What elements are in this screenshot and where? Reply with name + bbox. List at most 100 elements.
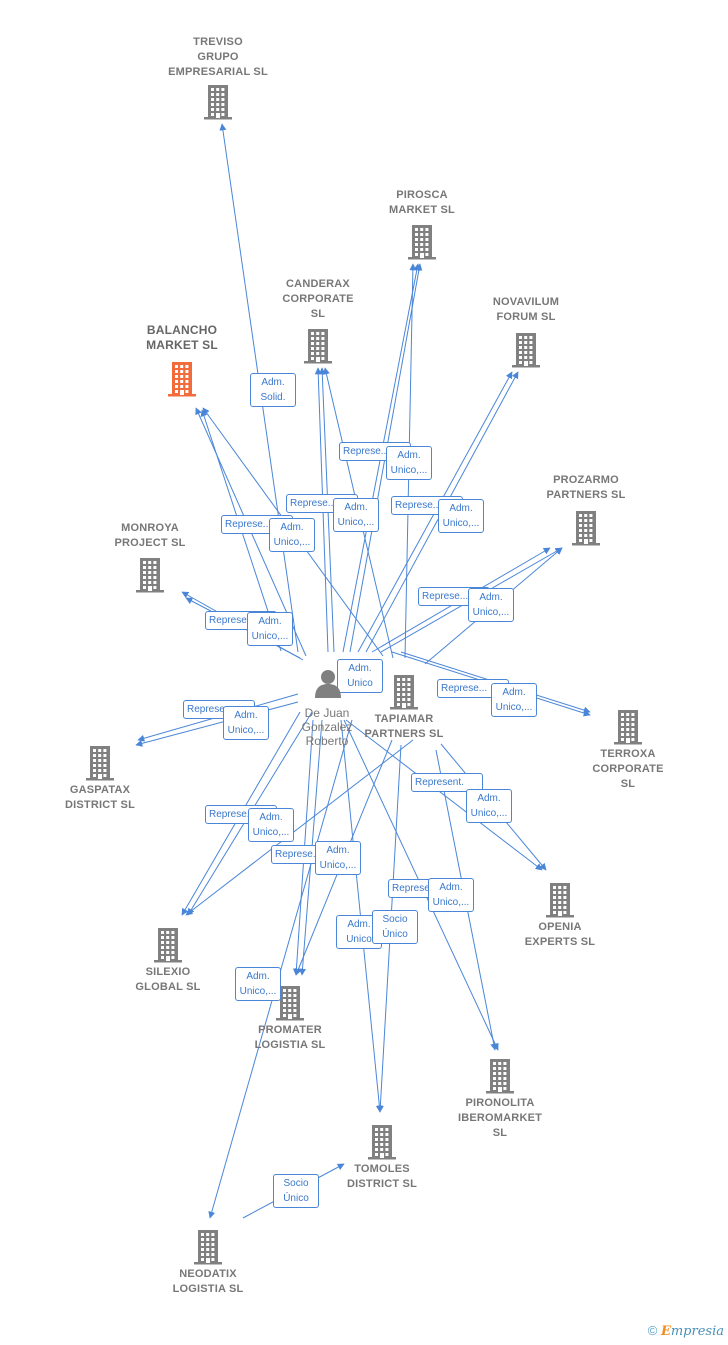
edge-label-text: Adm. [449, 503, 473, 514]
company-label-line: DISTRICT SL [346, 1178, 418, 1190]
edge-label-e19[interactable]: Represent. [411, 773, 483, 792]
company-label-line: MONROYA [121, 522, 179, 534]
company-node-pirosca[interactable]: PIROSCA MARKET SL [357, 188, 487, 260]
company-label-line: TERROXA [600, 748, 656, 760]
company-label-line: GLOBAL SL [135, 981, 201, 993]
company-label: GASPATAX DISTRICT SL [35, 783, 165, 813]
edge-label-e13[interactable]: Adm.Unico,... [247, 612, 293, 646]
edge-label-text: Unico,... [273, 537, 311, 548]
company-label-line: LOGISTIA SL [254, 1039, 326, 1051]
edge-label-text: Unico,... [337, 517, 375, 528]
company-label-line: PROJECT SL [114, 537, 186, 549]
company-label-line: PIRONOLITA [465, 1097, 535, 1109]
company-label-line: DISTRICT SL [64, 799, 136, 811]
company-label: PIROSCA MARKET SL [357, 188, 487, 218]
company-label-line: CANDERAX [286, 278, 350, 290]
edge-label-text: Represe... [441, 683, 488, 694]
company-label: SILEXIO GLOBAL SL [103, 965, 233, 995]
edge-label-e9[interactable]: Adm.Unico,... [269, 518, 315, 552]
company-label-line: GASPATAX [69, 784, 131, 796]
building-icon [204, 85, 232, 120]
company-label-line: PIROSCA [396, 189, 448, 201]
edge-label-text: Único [382, 929, 408, 940]
edge-label-text: Unico,... [227, 725, 265, 736]
person-name-line2: Gonzalez [301, 720, 353, 734]
company-node-gaspatax[interactable]: GASPATAX DISTRICT SL [35, 745, 165, 813]
edge-label-e16[interactable]: Adm. Unico,... [491, 683, 537, 717]
company-label-line: GRUPO [197, 51, 239, 63]
edge-label-e18[interactable]: Adm.Unico,... [223, 706, 269, 740]
edge-label-e20[interactable]: Adm.Unico,... [466, 789, 512, 823]
footer-brand[interactable]: © Empresia [648, 1323, 724, 1339]
edge-label-text: Represent. [415, 777, 464, 788]
edge-line-17 [135, 701, 299, 747]
company-label-line: LOGISTIA SL [172, 1283, 244, 1295]
edge-label-text: Represe... [209, 809, 256, 820]
edge-label-e7[interactable]: Adm.Unico,... [438, 499, 484, 533]
company-label-line: BALANCHO [146, 323, 218, 337]
edge-label-text: Unico,... [432, 897, 470, 908]
edge-label-text: Unico,... [495, 702, 533, 713]
edge-label-e24[interactable]: Adm. Unico,... [315, 841, 361, 875]
company-label-line: NEODATIX [179, 1268, 237, 1280]
company-label-line: SILEXIO [145, 966, 191, 978]
company-node-monroya[interactable]: MONROYA PROJECT SL [85, 521, 215, 593]
company-label: NEODATIX LOGISTIA SL [143, 1267, 273, 1297]
edge-label-e14[interactable]: Adm. Unico [337, 659, 383, 693]
edge-label-e22[interactable]: Adm.Unico,... [248, 808, 294, 842]
company-node-neodatix[interactable]: NEODATIX LOGISTIA SL [143, 1229, 273, 1297]
building-icon [408, 225, 436, 260]
edge-label-text: Adm. [326, 845, 350, 856]
company-label-line: IBEROMARKET [457, 1112, 543, 1124]
person-name-line1: De Juan [304, 706, 350, 720]
building-icon [194, 1230, 222, 1265]
edge-label-text: Represe... [392, 883, 439, 894]
edge-label-text: Unico,... [239, 986, 277, 997]
edge-label-e5[interactable]: Adm.Unico,... [333, 498, 379, 532]
edge-label-text: Adm. [246, 971, 270, 982]
building-icon [546, 883, 574, 918]
edge-label-text: Unico,... [251, 631, 289, 642]
edge-label-text: Adm. [348, 663, 372, 674]
company-label-line: MARKET SL [146, 338, 218, 352]
edge-label-e29[interactable]: Adm. Unico,... [235, 967, 281, 1001]
building-icon [154, 928, 182, 963]
edge-label-e1[interactable]: Adm.Solid. [250, 373, 296, 407]
building-icon [614, 710, 642, 745]
company-label-line: FORUM SL [496, 311, 556, 323]
company-label-line: MARKET SL [389, 204, 455, 216]
edge-line-25 [208, 719, 353, 1219]
edge-label-e11[interactable]: Adm.Unico,... [468, 588, 514, 622]
edge-label-text: Represe... [209, 615, 256, 626]
edge-label-text: Represe... [422, 591, 469, 602]
edge-label-text: Unico,... [319, 860, 357, 871]
building-icon [276, 986, 304, 1021]
edge-label-text: Unico [347, 678, 373, 689]
building-icon [368, 1125, 396, 1160]
company-label-line: SL [620, 778, 636, 790]
edge-label-text: Adm. [502, 687, 526, 698]
edge-label-text: Unico,... [470, 808, 508, 819]
edge-label-e26[interactable]: Adm.Unico,... [428, 878, 474, 912]
edge-label-e3[interactable]: Adm.Unico,... [386, 446, 432, 480]
company-node-silexio[interactable]: SILEXIO GLOBAL SL [103, 927, 233, 995]
